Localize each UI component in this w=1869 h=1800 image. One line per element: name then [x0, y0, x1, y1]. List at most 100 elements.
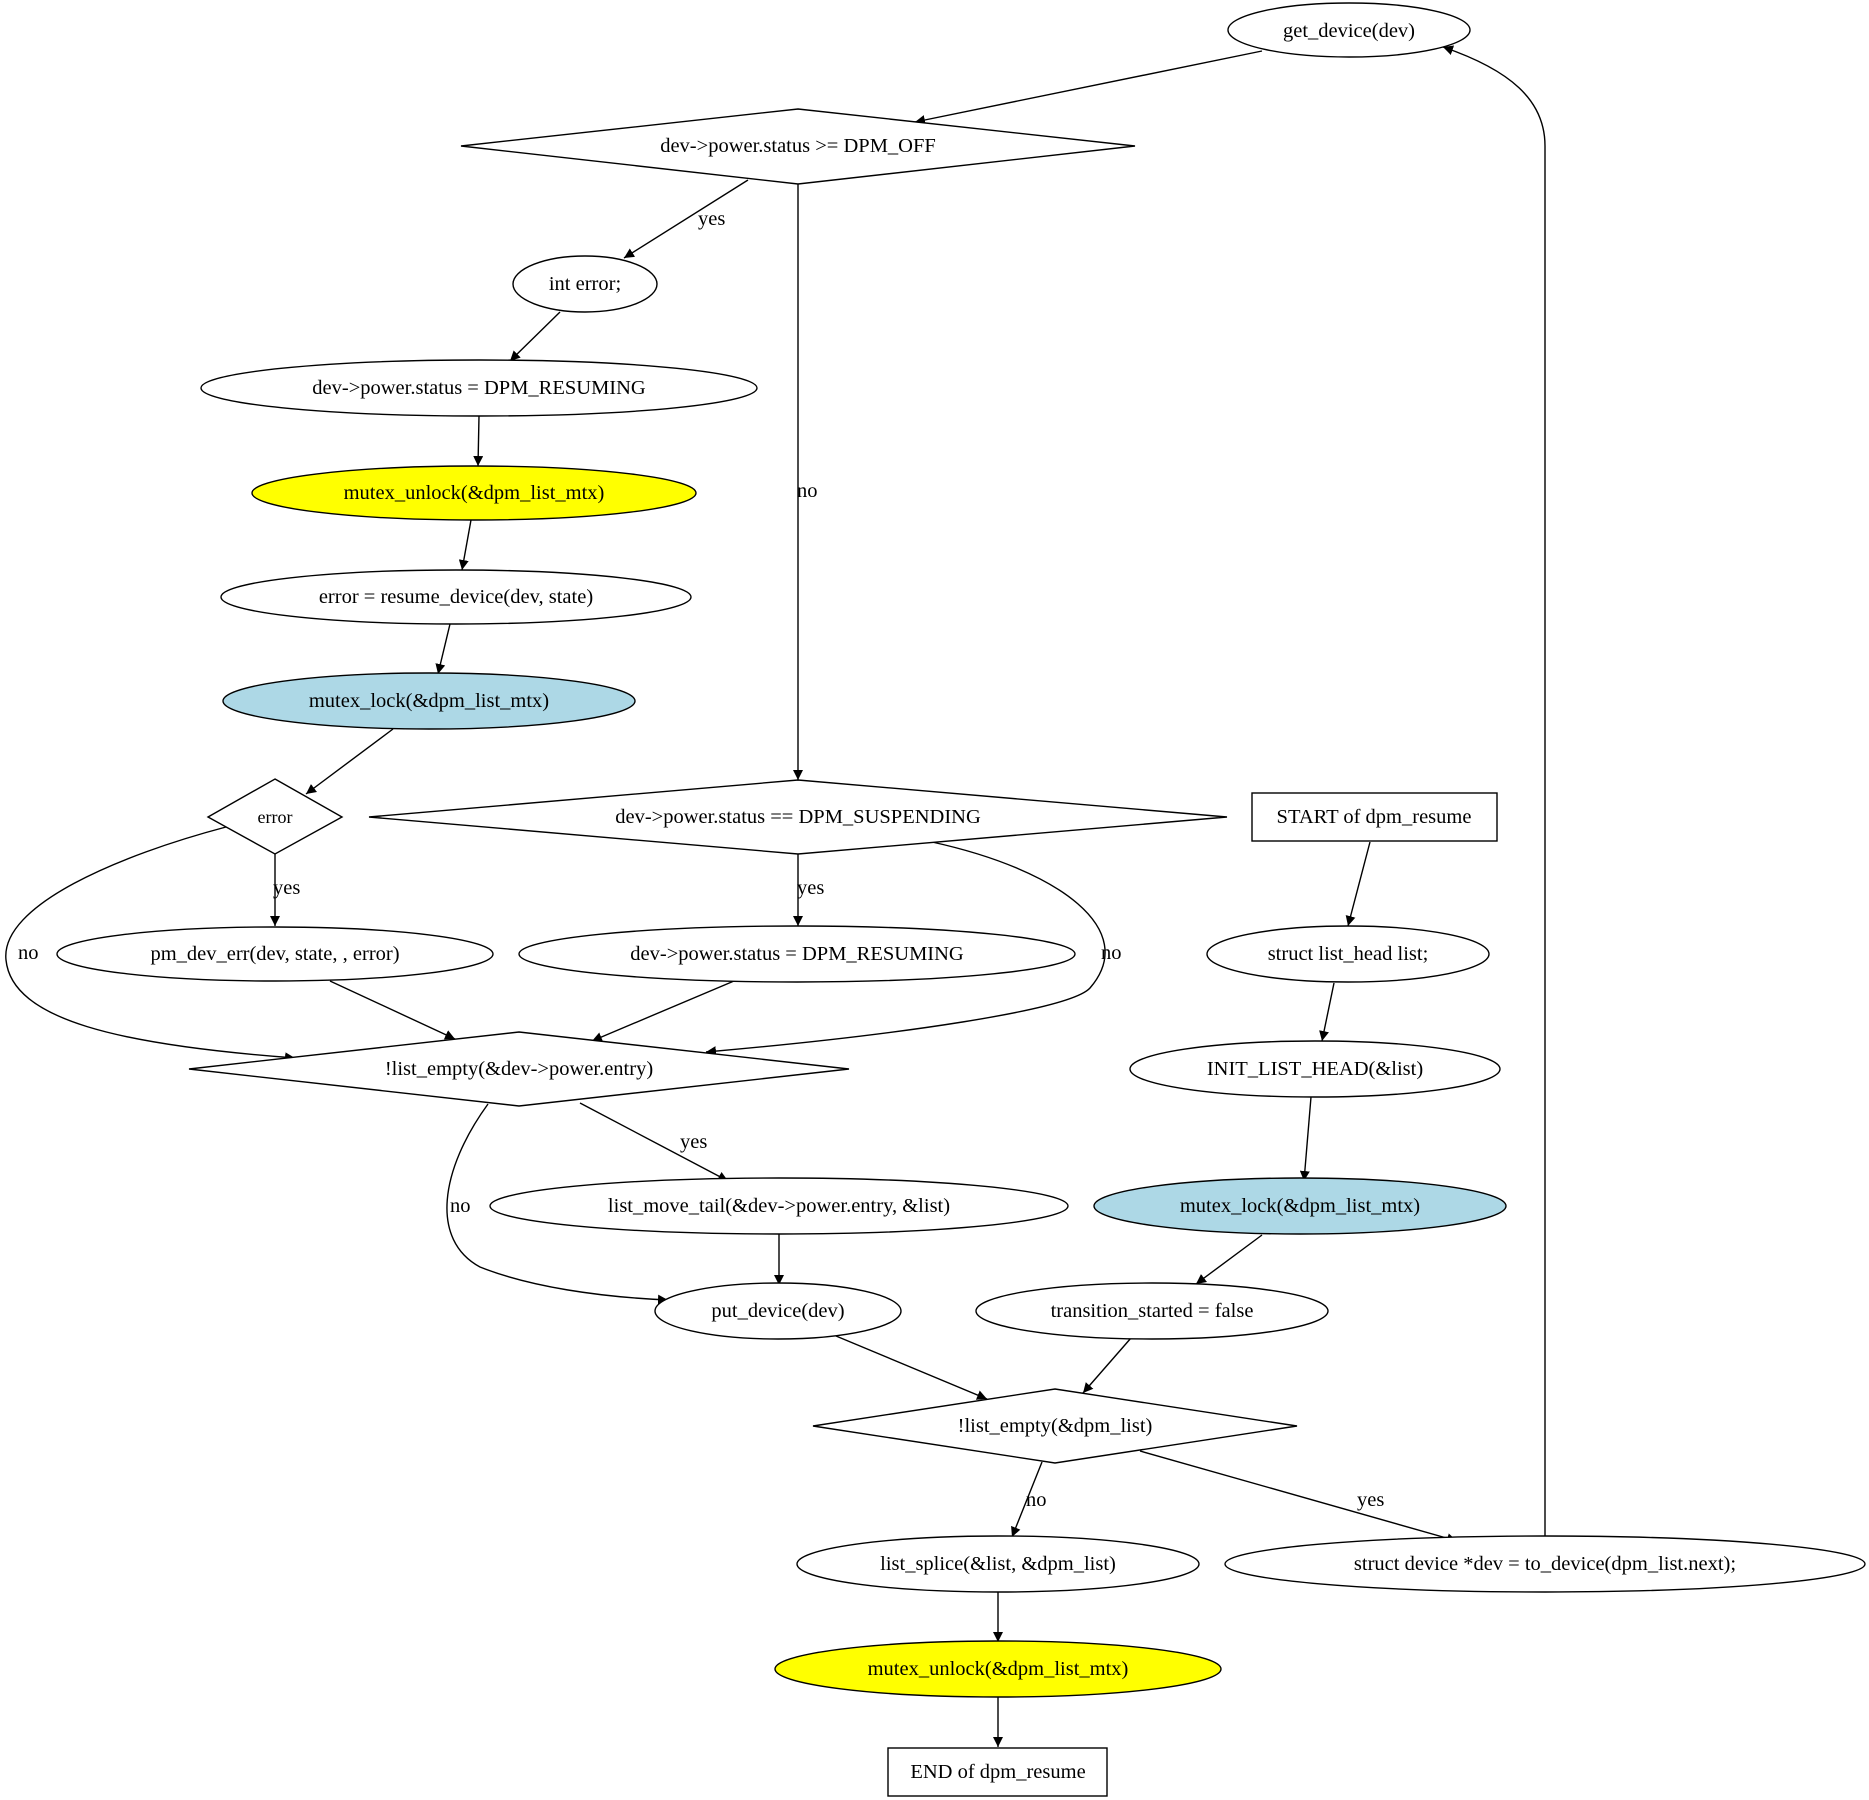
label-yes-list: yes — [1357, 1489, 1384, 1511]
node-unlock-1-label: mutex_unlock(&dpm_list_mtx) — [344, 482, 605, 504]
node-pm-dev-err-shape — [56, 926, 494, 982]
node-transition-label: transition_started = false — [1051, 1300, 1254, 1322]
edge-int-error-to-set-resuming — [509, 311, 561, 362]
node-resume-device: error = resume_device(dev, state) — [220, 569, 692, 625]
node-check-off-label: dev->power.status >= DPM_OFF — [660, 135, 936, 157]
node-unlock-1-shape — [251, 465, 697, 521]
edge-to-device-loop — [1442, 45, 1546, 1538]
node-int-error-shape — [512, 255, 658, 313]
edge-pm-dev-err-to-entry-check — [329, 980, 456, 1040]
node-to-device-shape — [1224, 1535, 1866, 1593]
node-transition: transition_started = false — [975, 1282, 1329, 1340]
edge-set-resuming-2-to-entry-check — [591, 980, 735, 1042]
node-splice-shape — [796, 1535, 1200, 1593]
nodes: get_device(dev) dev->power.status >= DPM… — [56, 2, 1866, 1797]
node-put-device-label: put_device(dev) — [711, 1300, 844, 1322]
node-get-device: get_device(dev) — [1227, 2, 1471, 58]
node-set-resuming-1: dev->power.status = DPM_RESUMING — [200, 359, 758, 417]
node-list-check: !list_empty(&dpm_list) — [812, 1388, 1298, 1464]
node-put-device: put_device(dev) — [654, 1282, 902, 1340]
node-move-tail: list_move_tail(&dev->power.entry, &list) — [489, 1177, 1069, 1235]
node-put-device-shape — [654, 1282, 902, 1340]
node-lock-1: mutex_lock(&dpm_list_mtx) — [222, 672, 636, 730]
edge-lock-to-error-check — [305, 728, 394, 795]
node-set-resuming-2-label: dev->power.status = DPM_RESUMING — [630, 943, 964, 965]
node-lock-2-label: mutex_lock(&dpm_list_mtx) — [1180, 1195, 1420, 1217]
node-init-list-shape — [1129, 1040, 1501, 1098]
edge-list-head-to-init-list — [1319, 982, 1335, 1042]
label-yes-error: yes — [273, 877, 300, 899]
node-unlock-2: mutex_unlock(&dpm_list_mtx) — [774, 1640, 1222, 1698]
node-transition-shape — [975, 1282, 1329, 1340]
label-yes-suspending: yes — [797, 877, 824, 899]
edges — [5, 45, 1546, 1747]
node-to-device: struct device *dev = to_device(dpm_list.… — [1224, 1535, 1866, 1593]
node-splice: list_splice(&list, &dpm_list) — [796, 1535, 1200, 1593]
edge-entry-check-yes — [579, 1102, 729, 1182]
node-splice-label: list_splice(&list, &dpm_list) — [880, 1553, 1116, 1575]
node-check-off-shape — [460, 108, 1136, 185]
node-entry-check-label: !list_empty(&dev->power.entry) — [385, 1058, 653, 1080]
node-pm-dev-err-label: pm_dev_err(dev, state, , error) — [150, 943, 399, 965]
node-int-error: int error; — [512, 255, 658, 313]
node-move-tail-label: list_move_tail(&dev->power.entry, &list) — [608, 1195, 950, 1217]
node-resume-device-label: error = resume_device(dev, state) — [319, 586, 593, 608]
edge-check-off-yes — [623, 179, 749, 259]
node-lock-2-shape — [1093, 1177, 1507, 1235]
edge-lock-2-to-transition — [1195, 1234, 1263, 1285]
node-list-head: struct list_head list; — [1206, 925, 1490, 983]
node-get-device-label: get_device(dev) — [1283, 20, 1415, 42]
node-set-resuming-1-label: dev->power.status = DPM_RESUMING — [312, 377, 646, 399]
label-no-error: no — [18, 942, 39, 964]
node-int-error-label: int error; — [549, 273, 621, 295]
edge-error-no — [5, 826, 296, 1063]
edge-entry-check-no — [446, 1103, 669, 1305]
label-yes-entry: yes — [680, 1131, 707, 1153]
node-check-off: dev->power.status >= DPM_OFF — [460, 108, 1136, 185]
edge-list-check-yes — [1139, 1450, 1458, 1544]
node-init-list-label: INIT_LIST_HEAD(&list) — [1207, 1058, 1423, 1080]
node-check-suspending-shape — [368, 779, 1228, 855]
node-to-device-label: struct device *dev = to_device(dpm_list.… — [1354, 1553, 1736, 1575]
node-error-check: error — [206, 778, 344, 855]
node-resume-device-shape — [220, 569, 692, 625]
label-yes-off: yes — [698, 208, 725, 230]
node-unlock-2-label: mutex_unlock(&dpm_list_mtx) — [868, 1658, 1129, 1680]
node-entry-check: !list_empty(&dev->power.entry) — [188, 1031, 850, 1107]
edge-put-device-to-list-check — [835, 1335, 988, 1400]
node-end: END of dpm_resume — [887, 1747, 1108, 1797]
label-no-list: no — [1026, 1489, 1047, 1511]
edge-transition-to-list-check — [1082, 1337, 1132, 1394]
edge-init-list-to-lock-2 — [1299, 1096, 1312, 1182]
node-list-head-label: struct list_head list; — [1268, 943, 1429, 965]
edge-unlock-to-resume-device — [458, 519, 472, 571]
node-set-resuming-2-shape — [518, 925, 1076, 983]
node-entry-check-shape — [188, 1031, 850, 1107]
node-move-tail-shape — [489, 1177, 1069, 1235]
node-list-check-label: !list_empty(&dpm_list) — [958, 1415, 1153, 1437]
node-end-label: END of dpm_resume — [910, 1761, 1085, 1783]
edge-start-to-list-head — [1345, 841, 1371, 927]
label-no-entry: no — [450, 1195, 471, 1217]
node-get-device-shape — [1227, 2, 1471, 58]
node-lock-1-shape — [222, 672, 636, 730]
edge-get-device-to-check-off — [914, 50, 1263, 125]
node-unlock-1: mutex_unlock(&dpm_list_mtx) — [251, 465, 697, 521]
edge-resume-device-to-lock — [435, 623, 451, 675]
node-start-label: START of dpm_resume — [1277, 806, 1472, 828]
node-check-suspending: dev->power.status == DPM_SUSPENDING — [368, 779, 1228, 855]
node-error-check-shape — [206, 778, 344, 855]
edge-labels: yes no yes no yes no yes no no yes — [18, 208, 1384, 1511]
node-set-resuming-1-shape — [200, 359, 758, 417]
node-lock-2: mutex_lock(&dpm_list_mtx) — [1093, 1177, 1507, 1235]
node-start-shape — [1251, 792, 1498, 842]
node-error-check-label: error — [258, 807, 293, 827]
node-unlock-2-shape — [774, 1640, 1222, 1698]
node-end-shape — [887, 1747, 1108, 1797]
edge-list-check-no — [1011, 1461, 1043, 1538]
node-start: START of dpm_resume — [1251, 792, 1498, 842]
edge-set-resuming-to-unlock — [473, 415, 484, 467]
node-check-suspending-label: dev->power.status == DPM_SUSPENDING — [615, 806, 981, 828]
node-pm-dev-err: pm_dev_err(dev, state, , error) — [56, 926, 494, 982]
